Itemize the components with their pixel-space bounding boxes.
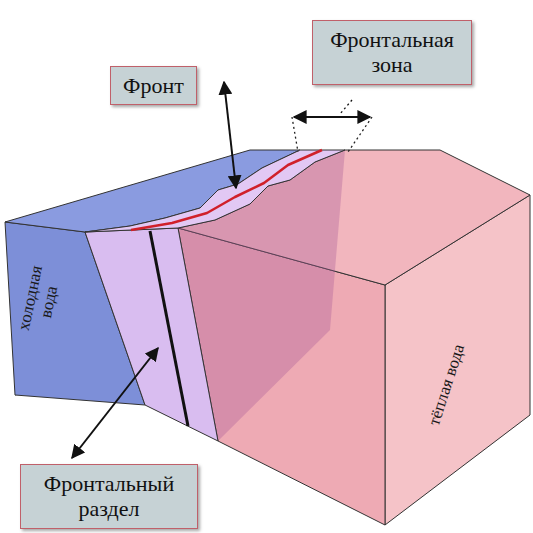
water-mass-label: холодная вода	[13, 257, 66, 343]
frontal-slab-face	[85, 228, 218, 441]
frontal-slab-top	[85, 150, 345, 232]
zone-bracket-line	[348, 117, 372, 152]
front-leader-arrow	[224, 82, 236, 188]
callout-text: Фронтальная зона	[325, 27, 459, 78]
water-mass-label: тёплая вода	[425, 342, 469, 428]
zone-callout-box: Фронтальная зона	[312, 20, 472, 85]
interface-line	[150, 231, 188, 426]
front-line	[131, 150, 322, 230]
callout-text: Фронт	[123, 73, 184, 98]
interface-callout-box: Фронтальный раздел	[20, 464, 198, 529]
zone-width-arrow	[294, 116, 370, 118]
callout-text: Фронтальный раздел	[33, 471, 185, 522]
interface-leader-arrow	[72, 348, 158, 458]
zone-leader-line	[340, 100, 352, 114]
front-callout-box: Фронт	[110, 66, 197, 105]
zone-bracket-line	[292, 117, 298, 152]
